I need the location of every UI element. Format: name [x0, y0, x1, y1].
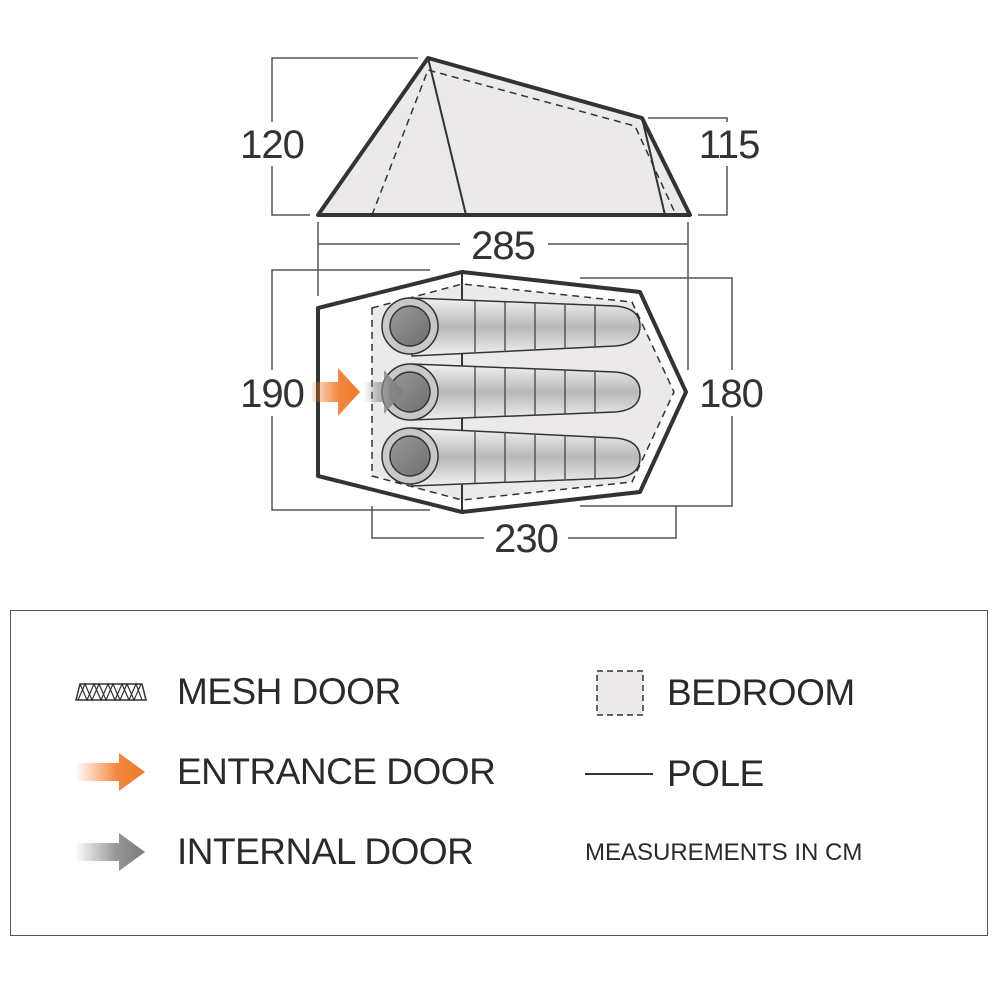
sleeping-bag — [381, 363, 641, 421]
dim-line-rear-height — [648, 117, 728, 216]
dim-line-bedroom-length-right — [568, 506, 677, 539]
legend-pole: POLE — [585, 753, 764, 795]
units-note-label: MEASUREMENTS IN CM — [585, 839, 863, 866]
overall-length-dimension: 285 — [317, 222, 689, 370]
legend-bedroom: BEDROOM — [595, 669, 855, 717]
tent-diagram: 120 115 285 — [232, 56, 772, 561]
internal-door-arrow — [364, 370, 404, 414]
sleeping-bag — [381, 297, 641, 357]
legend-entrance-door: ENTRANCE DOOR — [75, 751, 496, 793]
dim-bedroom-length: 230 — [494, 517, 558, 561]
dim-overall-length: 285 — [471, 224, 535, 268]
floor-plan: 190 180 230 — [232, 269, 772, 561]
sleeping-bag — [381, 427, 641, 487]
legend-pole-label: POLE — [667, 753, 764, 794]
dim-rear-height: 115 — [699, 123, 760, 167]
side-inner-dashed-outline — [371, 69, 677, 216]
legend-internal-door-label: INTERNAL DOOR — [177, 831, 474, 872]
side-elevation: 120 115 — [233, 56, 768, 217]
bedroom-swatch-icon — [596, 670, 644, 716]
legend-entrance-door-label: ENTRANCE DOOR — [177, 751, 496, 792]
entrance-arrow-icon — [75, 753, 145, 791]
side-outer-shell — [316, 56, 692, 217]
dim-line-bedroom-length — [371, 506, 484, 539]
side-rear-pole — [641, 117, 666, 216]
legend-units-note: MEASUREMENTS IN CM — [585, 839, 862, 867]
dim-front-width: 190 — [240, 372, 304, 416]
legend-mesh-door: MESH DOOR — [75, 671, 401, 713]
legend: MESH DOOR ENTRANCE DOOR — [10, 610, 988, 936]
dim-rear-width: 180 — [699, 372, 763, 416]
head — [389, 435, 431, 477]
mesh-door-icon — [75, 682, 147, 702]
head — [389, 305, 431, 347]
entrance-door-arrow — [306, 368, 360, 416]
internal-arrow-icon — [75, 833, 145, 871]
legend-internal-door: INTERNAL DOOR — [75, 831, 474, 873]
side-front-pole — [427, 57, 467, 216]
floor-rear-pole — [639, 291, 688, 493]
legend-bedroom-label: BEDROOM — [667, 672, 855, 713]
pole-line-icon — [585, 773, 653, 775]
legend-mesh-door-label: MESH DOOR — [177, 671, 401, 712]
dim-front-height: 120 — [240, 123, 304, 167]
